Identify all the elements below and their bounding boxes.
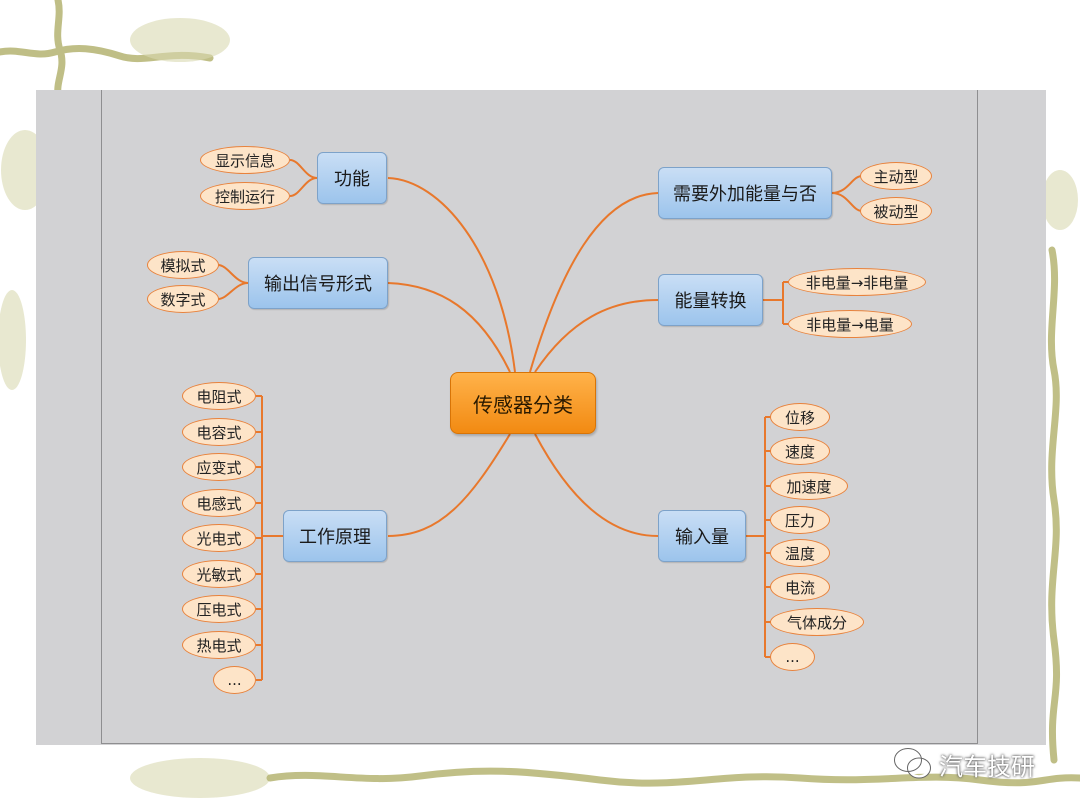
branch-input-quantity: 输入量 [658, 510, 746, 562]
leaf-control-run: 控制运行 [200, 182, 290, 210]
leaf-gas-composition: 气体成分 [770, 608, 864, 636]
branch-energy-conversion: 能量转换 [658, 274, 763, 326]
leaf-input-more: ... [770, 643, 815, 671]
leaf-display-info: 显示信息 [200, 146, 290, 174]
watermark: 汽车技研 [893, 744, 1035, 784]
wechat-icon [894, 748, 931, 779]
leaf-nonelec-to-elec: 非电量→电量 [788, 310, 912, 338]
leaf-strain: 应变式 [182, 453, 256, 481]
panel-frame [101, 90, 978, 744]
leaf-thermoelectric: 热电式 [182, 631, 256, 659]
center-node: 传感器分类 [450, 372, 596, 434]
leaf-displacement: 位移 [770, 403, 830, 431]
leaf-analog: 模拟式 [147, 251, 219, 279]
leaf-nonelec-to-nonelec: 非电量→非电量 [788, 268, 926, 296]
leaf-resistive: 电阻式 [182, 382, 256, 410]
leaf-digital: 数字式 [147, 285, 219, 313]
leaf-passive: 被动型 [860, 197, 932, 225]
leaf-photosensitive: 光敏式 [182, 560, 256, 588]
leaf-active: 主动型 [860, 162, 932, 190]
leaf-pressure: 压力 [770, 506, 830, 534]
branch-external-energy: 需要外加能量与否 [658, 167, 832, 219]
leaf-acceleration: 加速度 [770, 472, 848, 500]
leaf-inductive: 电感式 [182, 489, 256, 517]
leaf-capacitive: 电容式 [182, 418, 256, 446]
branch-function: 功能 [317, 152, 387, 204]
leaf-photoelectric: 光电式 [182, 524, 256, 552]
leaf-current: 电流 [770, 573, 830, 601]
branch-output-signal-form: 输出信号形式 [248, 257, 388, 309]
branch-working-principle: 工作原理 [283, 510, 387, 562]
leaf-principle-more: ... [213, 666, 256, 694]
leaf-piezoelectric: 压电式 [182, 595, 256, 623]
leaf-velocity: 速度 [770, 437, 830, 465]
leaf-temperature: 温度 [770, 539, 830, 567]
watermark-text: 汽车技研 [939, 752, 1035, 781]
